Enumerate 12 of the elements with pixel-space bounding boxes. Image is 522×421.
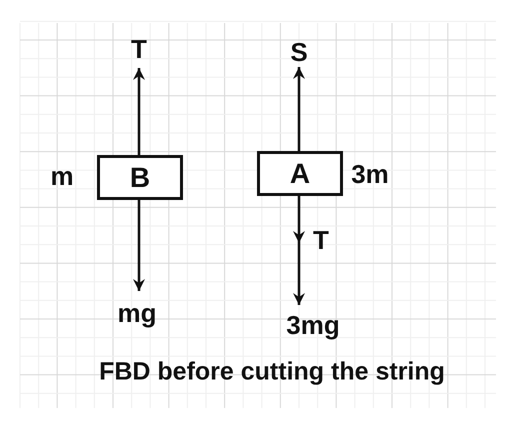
caption: FBD before cutting the string xyxy=(99,360,445,384)
force-label: 3mg xyxy=(286,312,340,338)
mass-label: m xyxy=(50,163,74,189)
mass-label: 3m xyxy=(351,161,389,187)
block-label: B xyxy=(130,164,150,192)
force-label: S xyxy=(290,39,308,65)
force-label: T xyxy=(131,36,147,62)
force-label: T xyxy=(313,227,329,253)
block-box xyxy=(97,155,183,200)
force-label: mg xyxy=(118,300,156,326)
block-label: A xyxy=(290,160,310,188)
block-box xyxy=(257,151,343,196)
